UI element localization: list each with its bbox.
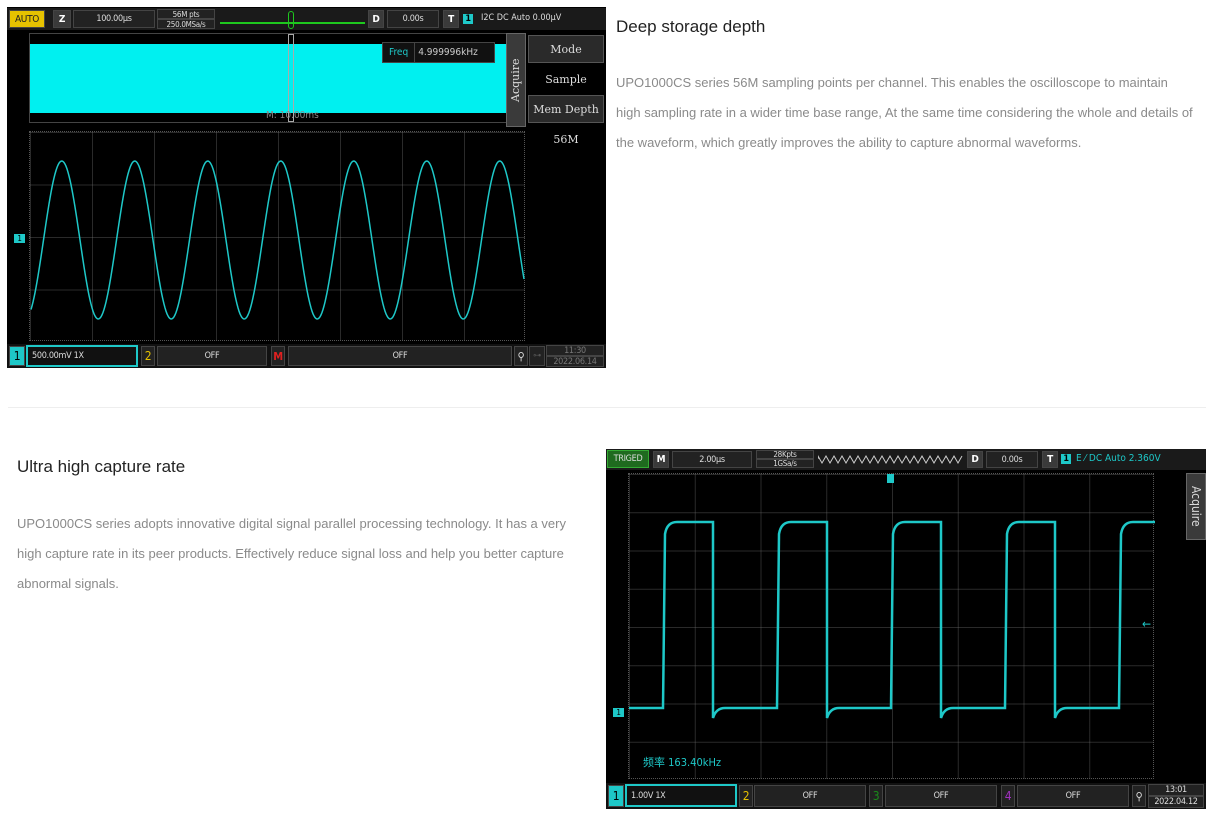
usb-icon: ⚲: [514, 346, 528, 366]
sine-trace: [30, 160, 525, 320]
section1-description: UPO1000CS series 56M sampling points per…: [616, 75, 1193, 150]
memory-position-bar: [220, 22, 365, 24]
acquire-tab-label: Acquire: [509, 58, 522, 102]
delay-label: D: [368, 10, 384, 28]
delay-value: 0.00s: [986, 451, 1038, 468]
overview-zigzag: [818, 454, 963, 465]
channel1-setting[interactable]: 500.00mV 1X: [26, 345, 138, 367]
frequency-readout: Freq 4.999996kHz: [382, 42, 495, 63]
math-button[interactable]: M: [271, 346, 285, 366]
frequency-measurement: 频率 163.40kHz: [643, 756, 722, 769]
channel1-button[interactable]: 1: [9, 346, 25, 366]
trigger-info: I2C DC Auto 0.00µV: [481, 13, 562, 23]
zoom-window-marker: [288, 34, 294, 122]
sample-rate: 250.0MSa/s: [157, 19, 215, 29]
channel1-button[interactable]: 1: [608, 785, 624, 807]
menu-mem-depth[interactable]: Mem Depth: [528, 95, 604, 123]
trigger-channel-badge: 1: [1061, 454, 1071, 464]
square-trace: [629, 520, 1155, 719]
acquire-menu-tab[interactable]: Acquire: [1186, 473, 1206, 540]
delay-label: D: [967, 451, 983, 468]
memory-overview-trace: [818, 454, 963, 465]
channel3-setting[interactable]: OFF: [885, 785, 997, 807]
channel2-button[interactable]: 2: [141, 346, 155, 366]
section1-title: Deep storage depth: [616, 17, 766, 36]
clock-date: 2022.06.14: [546, 356, 604, 367]
channel3-button[interactable]: 3: [869, 785, 883, 807]
clock-date: 2022.04.12: [1148, 796, 1204, 808]
trigger-channel-badge: 1: [463, 14, 473, 24]
freq-label: Freq: [383, 43, 416, 62]
acquire-tab-label: Acquire: [1189, 486, 1203, 527]
channel1-marker: 1: [613, 708, 624, 717]
timebase-value: 100.00µs: [73, 10, 155, 28]
section-divider: [8, 407, 1206, 408]
section2-description: UPO1000CS series adopts innovative digit…: [17, 516, 566, 591]
zoom-label: Z: [53, 10, 71, 28]
channel1-setting[interactable]: 1.00V 1X: [625, 784, 737, 807]
run-status-badge: AUTO: [9, 10, 45, 28]
trigger-level-arrow: ←: [1142, 617, 1152, 631]
freq-value: 4.999996kHz: [418, 47, 478, 58]
mem-points: 56M pts: [157, 9, 215, 19]
run-status-badge: TRIGED: [607, 450, 649, 468]
trigger-position-marker: [288, 11, 294, 29]
delay-value: 0.00s: [387, 10, 439, 28]
channel2-setting[interactable]: OFF: [157, 346, 267, 366]
menu-mode[interactable]: Mode: [528, 35, 604, 63]
channel1-waveform: [629, 520, 1155, 719]
mem-points: 28Kpts: [756, 450, 814, 459]
trigger-label: T: [443, 10, 459, 28]
section2-title: Ultra high capture rate: [17, 457, 186, 476]
network-icon: ⊶: [529, 346, 545, 366]
clock-time: 13:01: [1148, 784, 1204, 796]
clock-time: 11:30: [546, 345, 604, 356]
sample-rate: 1GSa/s: [756, 459, 814, 468]
trigger-label: T: [1042, 451, 1058, 468]
channel4-setting[interactable]: OFF: [1017, 785, 1129, 807]
channel1-marker: 1: [14, 234, 25, 243]
trigger-position-marker: [887, 474, 894, 483]
acquire-menu-tab[interactable]: Acquire: [506, 33, 526, 127]
usb-icon: ⚲: [1132, 785, 1146, 807]
channel4-button[interactable]: 4: [1001, 785, 1015, 807]
main-timebase-label: M: 10.00ms: [266, 110, 319, 121]
channel2-button[interactable]: 2: [739, 785, 753, 807]
oscilloscope-screenshot-2: TRIGED M 2.00µs 28Kpts 1GSa/s D 0.00s T …: [606, 449, 1206, 809]
trigger-info: E ⁄ DC Auto 2.360V: [1076, 453, 1161, 464]
mode-label: M: [653, 451, 669, 468]
channel1-waveform: [30, 160, 525, 320]
math-setting[interactable]: OFF: [288, 346, 512, 366]
channel2-setting[interactable]: OFF: [754, 785, 866, 807]
menu-mode-value[interactable]: Sample: [528, 65, 604, 93]
menu-mem-depth-value[interactable]: 56M: [528, 125, 604, 153]
timebase-value: 2.00µs: [672, 451, 752, 468]
oscilloscope-screenshot-1: AUTO Z 100.00µs 56M pts 250.0MSa/s D 0.0…: [7, 7, 606, 368]
